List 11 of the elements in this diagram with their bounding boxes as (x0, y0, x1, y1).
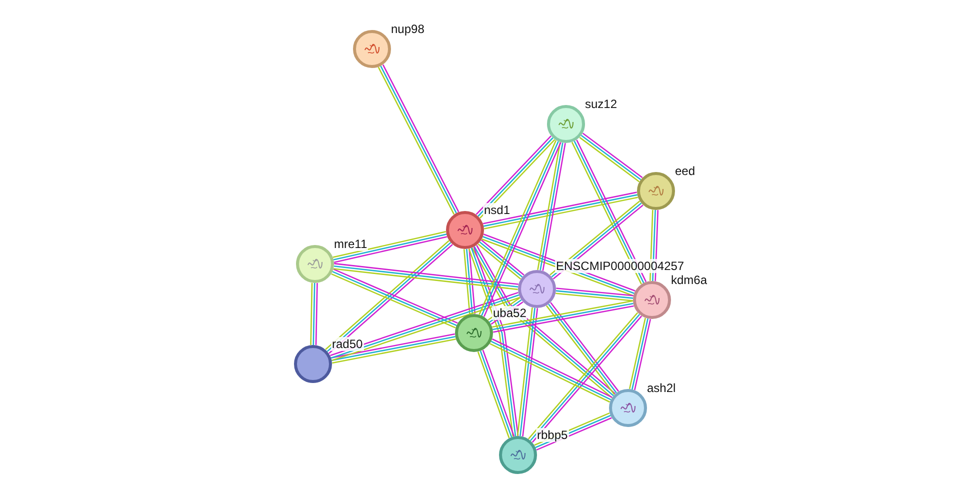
node-label: mre11 (333, 237, 368, 251)
node-label: nsd1 (483, 203, 512, 217)
node-label: rad50 (331, 337, 364, 351)
node-label: suz12 (584, 97, 618, 111)
node-label: rbbp5 (536, 428, 569, 442)
node-label: kdm6a (670, 273, 708, 287)
node-label: ENSCMIP00000004257 (555, 259, 686, 273)
node-label: uba52 (492, 306, 528, 320)
node-label: nup98 (390, 22, 426, 36)
node-label: ash2l (646, 381, 677, 395)
node-label: eed (674, 164, 696, 178)
